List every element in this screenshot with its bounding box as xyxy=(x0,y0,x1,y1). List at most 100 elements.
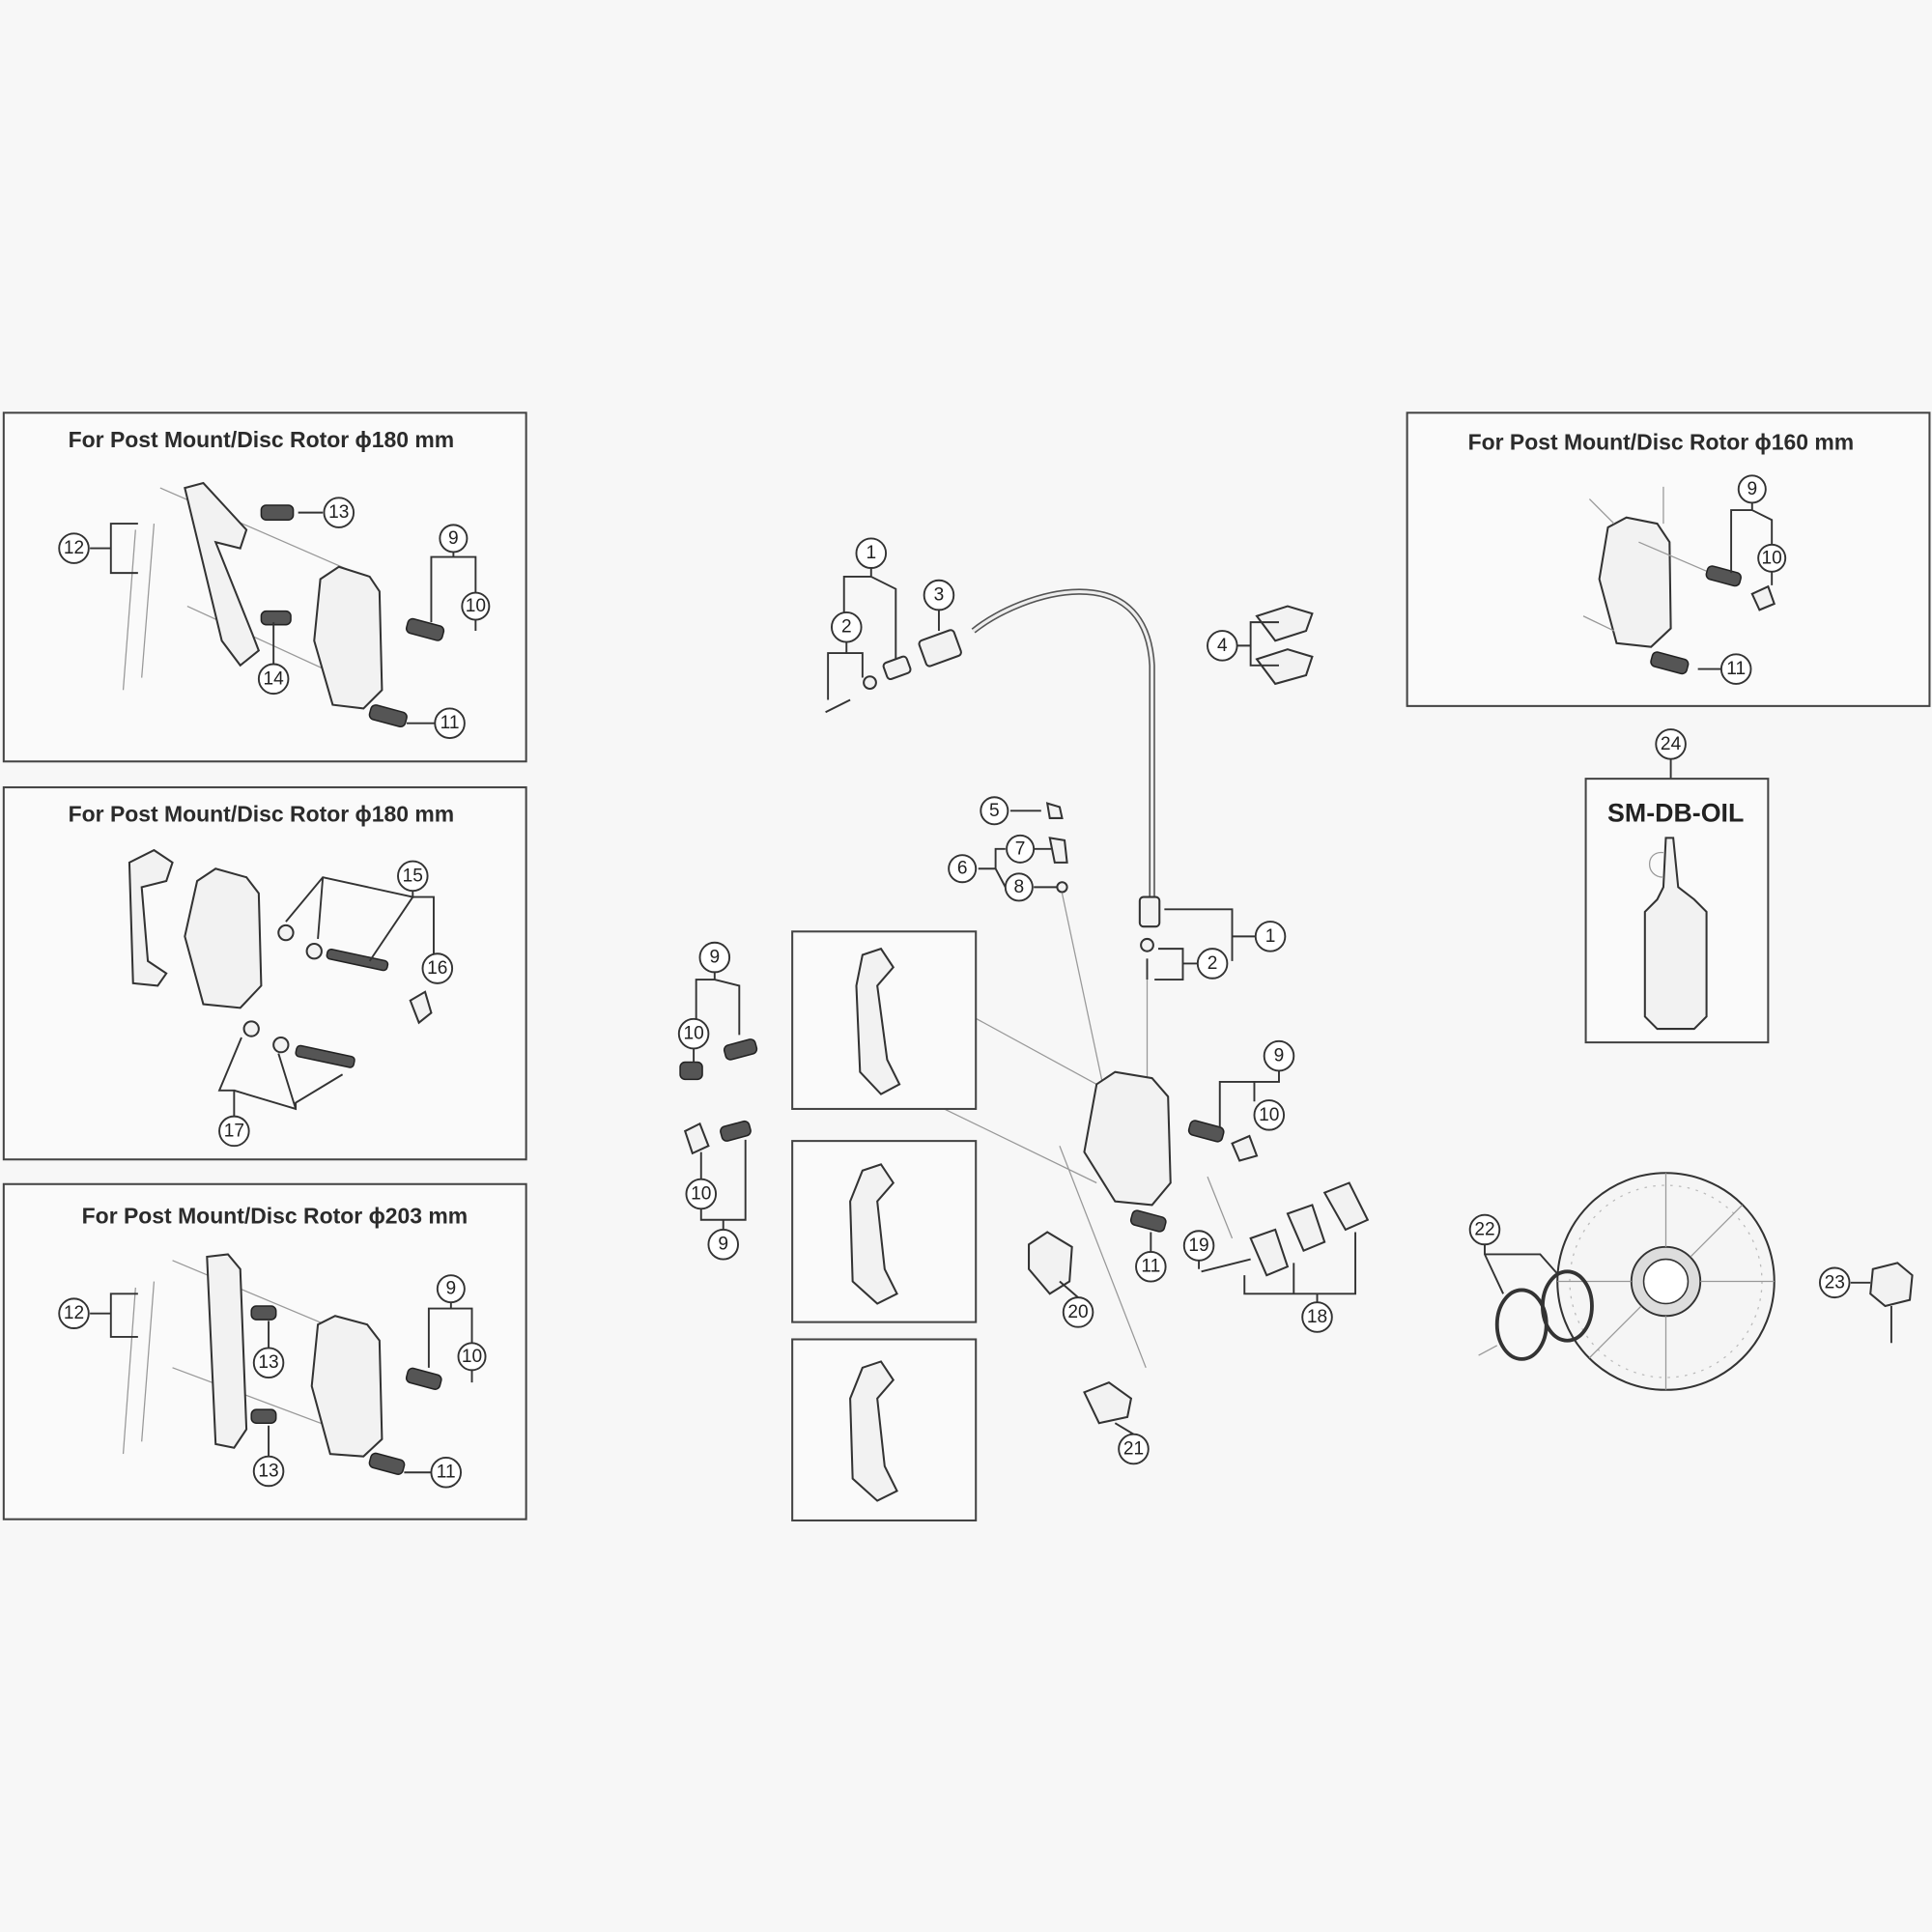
callout-number[interactable]: 5 xyxy=(989,801,1000,821)
callout-10[interactable]: 10 xyxy=(1757,543,1787,573)
callout-number[interactable]: 12 xyxy=(64,1303,84,1323)
callout-23[interactable]: 23 xyxy=(1818,1266,1851,1299)
callout-circle[interactable] xyxy=(1004,872,1034,902)
callout-circle[interactable] xyxy=(1719,653,1752,685)
callout-24[interactable]: 24 xyxy=(1655,728,1687,760)
callout-16[interactable]: 16 xyxy=(421,952,454,984)
callout-number[interactable]: 20 xyxy=(1067,1302,1088,1322)
callout-number[interactable]: 10 xyxy=(1762,548,1782,568)
callout-number[interactable]: 10 xyxy=(691,1183,711,1204)
callout-9[interactable]: 9 xyxy=(1737,474,1767,504)
callout-11[interactable]: 11 xyxy=(1719,653,1752,685)
callout-circle[interactable] xyxy=(1737,474,1767,504)
callout-circle[interactable] xyxy=(434,707,466,739)
callout-9[interactable]: 9 xyxy=(436,1274,466,1304)
callout-number[interactable]: 10 xyxy=(683,1024,703,1044)
callout-circle[interactable] xyxy=(1006,834,1036,864)
callout-circle[interactable] xyxy=(257,663,290,696)
callout-number[interactable]: 12 xyxy=(64,538,84,558)
callout-number[interactable]: 8 xyxy=(1014,877,1025,897)
callout-number[interactable]: 13 xyxy=(258,1352,278,1373)
callout-8[interactable]: 8 xyxy=(1004,872,1034,902)
callout-circle[interactable] xyxy=(1253,1099,1286,1131)
callout-number[interactable]: 1 xyxy=(1265,926,1276,947)
callout-number[interactable]: 9 xyxy=(448,528,459,549)
callout-17[interactable]: 17 xyxy=(218,1115,250,1148)
callout-circle[interactable] xyxy=(698,941,731,974)
callout-number[interactable]: 9 xyxy=(446,1279,457,1299)
callout-number[interactable]: 19 xyxy=(1188,1236,1208,1256)
callout-number[interactable]: 23 xyxy=(1825,1272,1845,1293)
callout-12[interactable]: 12 xyxy=(58,532,90,564)
callout-number[interactable]: 9 xyxy=(1747,479,1757,499)
callout-15[interactable]: 15 xyxy=(397,860,429,893)
callout-number[interactable]: 13 xyxy=(328,502,349,523)
callout-circle[interactable] xyxy=(980,796,1009,826)
callout-circle[interactable] xyxy=(218,1115,250,1148)
callout-20[interactable]: 20 xyxy=(1062,1296,1094,1328)
callout-circle[interactable] xyxy=(923,579,955,611)
callout-number[interactable]: 16 xyxy=(427,958,447,979)
callout-number[interactable]: 11 xyxy=(1141,1257,1160,1277)
callout-circle[interactable] xyxy=(461,591,491,621)
callout-2[interactable]: 2 xyxy=(831,611,863,643)
callout-10[interactable]: 10 xyxy=(685,1178,718,1210)
callout-13[interactable]: 13 xyxy=(252,1347,285,1378)
callout-10[interactable]: 10 xyxy=(457,1342,487,1372)
callout-circle[interactable] xyxy=(323,497,355,528)
callout-21[interactable]: 21 xyxy=(1118,1433,1150,1465)
callout-number[interactable]: 6 xyxy=(957,859,968,879)
callout-number[interactable]: 2 xyxy=(1208,953,1218,974)
callout-number[interactable]: 10 xyxy=(462,1347,482,1367)
callout-number[interactable]: 11 xyxy=(440,713,460,733)
callout-9[interactable]: 9 xyxy=(439,524,469,554)
callout-circle[interactable] xyxy=(1207,630,1238,662)
callout-number[interactable]: 11 xyxy=(437,1463,456,1483)
callout-22[interactable]: 22 xyxy=(1468,1213,1501,1246)
callout-9[interactable]: 9 xyxy=(698,941,731,974)
callout-number[interactable]: 21 xyxy=(1123,1438,1144,1459)
callout-11[interactable]: 11 xyxy=(434,707,466,739)
callout-1[interactable]: 1 xyxy=(855,537,888,569)
callout-10[interactable]: 10 xyxy=(461,591,491,621)
callout-number[interactable]: 3 xyxy=(934,585,945,606)
callout-12[interactable]: 12 xyxy=(58,1297,90,1329)
callout-circle[interactable] xyxy=(1757,543,1787,573)
callout-circle[interactable] xyxy=(58,532,90,564)
callout-number[interactable]: 17 xyxy=(224,1121,244,1141)
callout-circle[interactable] xyxy=(1818,1266,1851,1299)
callout-number[interactable]: 24 xyxy=(1661,734,1682,754)
callout-circle[interactable] xyxy=(252,1347,285,1378)
callout-circle[interactable] xyxy=(457,1342,487,1372)
callout-number[interactable]: 9 xyxy=(709,948,720,968)
callout-circle[interactable] xyxy=(436,1274,466,1304)
callout-number[interactable]: 14 xyxy=(264,668,285,689)
callout-14[interactable]: 14 xyxy=(257,663,290,696)
callout-circle[interactable] xyxy=(1135,1250,1167,1283)
callout-circle[interactable] xyxy=(831,611,863,643)
callout-circle[interactable] xyxy=(1468,1213,1501,1246)
callout-number[interactable]: 7 xyxy=(1015,838,1026,859)
callout-number[interactable]: 13 xyxy=(258,1461,278,1481)
callout-circle[interactable] xyxy=(1118,1433,1150,1465)
callout-circle[interactable] xyxy=(1655,728,1687,760)
callout-number[interactable]: 15 xyxy=(403,866,423,886)
callout-circle[interactable] xyxy=(252,1455,285,1488)
callout-number[interactable]: 2 xyxy=(841,617,852,638)
callout-number[interactable]: 9 xyxy=(1274,1046,1285,1066)
callout-1[interactable]: 1 xyxy=(1254,921,1287,952)
callout-circle[interactable] xyxy=(677,1017,710,1050)
callout-circle[interactable] xyxy=(430,1456,462,1489)
callout-circle[interactable] xyxy=(1196,948,1229,980)
callout-number[interactable]: 22 xyxy=(1474,1219,1494,1239)
callout-18[interactable]: 18 xyxy=(1301,1301,1333,1333)
callout-circle[interactable] xyxy=(1301,1301,1333,1333)
callout-10[interactable]: 10 xyxy=(1253,1099,1286,1131)
callout-3[interactable]: 3 xyxy=(923,579,955,611)
callout-circle[interactable] xyxy=(58,1297,90,1329)
callout-number[interactable]: 11 xyxy=(1726,659,1746,679)
callout-circle[interactable] xyxy=(855,537,888,569)
callout-circle[interactable] xyxy=(1182,1230,1215,1262)
callout-circle[interactable] xyxy=(707,1229,739,1261)
callout-10[interactable]: 10 xyxy=(677,1017,710,1050)
